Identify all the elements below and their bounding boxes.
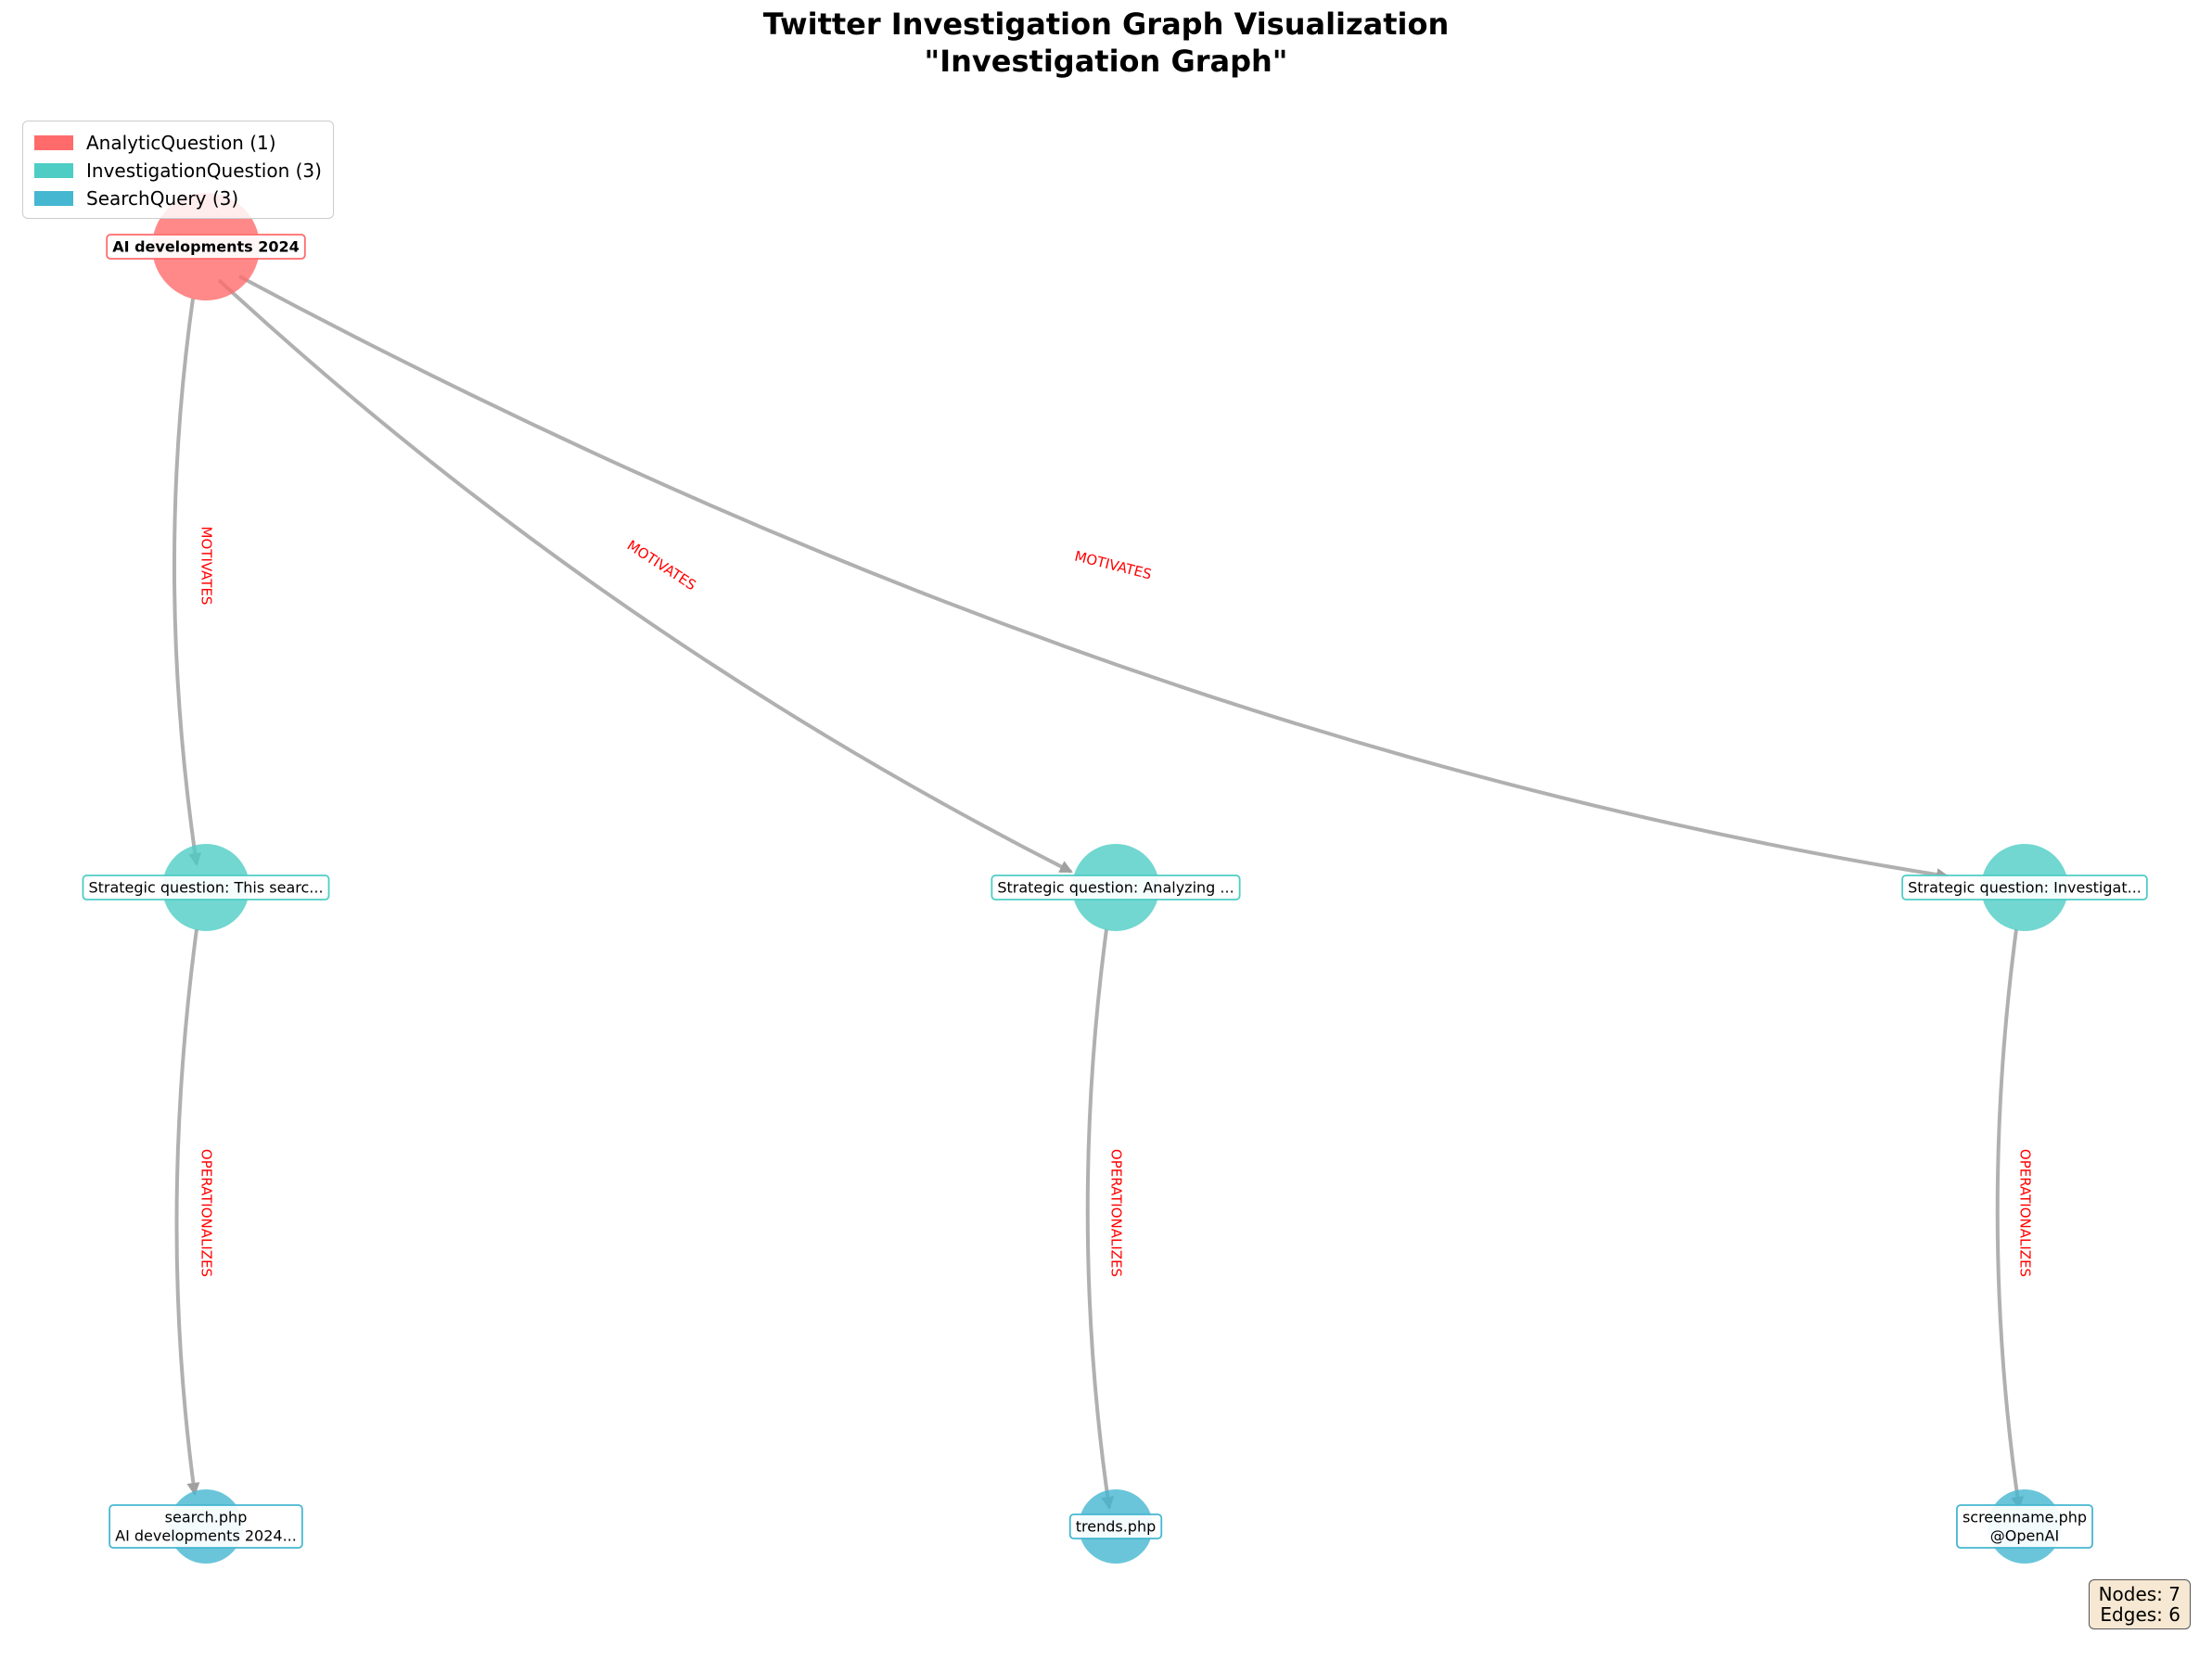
node-label-sq2: trends.php bbox=[1068, 1513, 1163, 1539]
edge-label: OPERATIONALIZES bbox=[2017, 1149, 2034, 1277]
edge-label: MOTIVATES bbox=[198, 527, 215, 606]
node-label-box bbox=[991, 875, 1241, 900]
legend-swatch-analytic bbox=[34, 135, 73, 150]
edge-aq1-iq1 bbox=[172, 298, 202, 866]
legend-item-investigation: InvestigationQuestion (3) bbox=[34, 157, 322, 185]
edge-iq2-sq2 bbox=[1085, 928, 1115, 1510]
edge-label: OPERATIONALIZES bbox=[1108, 1149, 1125, 1277]
edge-label: MOTIVATES bbox=[624, 537, 699, 594]
legend: AnalyticQuestion (1) InvestigationQuesti… bbox=[22, 121, 334, 219]
chart-title-line-2: "Investigation Graph" bbox=[924, 44, 1288, 79]
legend-label: InvestigationQuestion (3) bbox=[86, 160, 322, 182]
legend-label: SearchQuery (3) bbox=[86, 187, 239, 210]
node-label-iq3: Strategic question: Investigat... bbox=[1901, 875, 2148, 900]
node-label-sq3: screenname.php@OpenAI bbox=[1956, 1504, 2093, 1549]
edge-aq1-iq3 bbox=[238, 275, 1950, 882]
node-label-text: Strategic question: This searc... bbox=[88, 879, 323, 897]
graph-stats-box: Nodes: 7 Edges: 6 bbox=[2088, 1579, 2191, 1629]
node-label-box bbox=[106, 234, 306, 260]
legend-item-analytic: AnalyticQuestion (1) bbox=[34, 129, 322, 157]
node-label-iq1: Strategic question: This searc... bbox=[82, 875, 330, 900]
node-label-box bbox=[1956, 1504, 2093, 1549]
node-label-box bbox=[109, 1504, 303, 1549]
node-label-box bbox=[1901, 875, 2148, 900]
edge-aq1-iq2 bbox=[217, 278, 1073, 874]
legend-item-search: SearchQuery (3) bbox=[34, 185, 322, 212]
node-label-box bbox=[1068, 1513, 1163, 1539]
chart-title: Twitter Investigation Graph Visualizatio… bbox=[0, 6, 2212, 80]
legend-label: AnalyticQuestion (1) bbox=[86, 132, 276, 154]
edge-label: OPERATIONALIZES bbox=[198, 1149, 215, 1277]
node-label-text: trends.php bbox=[1076, 1518, 1157, 1536]
legend-swatch-investigation bbox=[34, 163, 73, 178]
node-label-text: AI developments 2024... bbox=[115, 1527, 297, 1545]
node-label-text: search.php bbox=[165, 1509, 248, 1526]
node-label-aq1: AI developments 2024 bbox=[106, 234, 306, 260]
edge-count: Edges: 6 bbox=[2100, 1603, 2180, 1626]
node-label-iq2: Strategic question: Analyzing ... bbox=[991, 875, 1241, 900]
edge-iq3-sq3 bbox=[1995, 928, 2025, 1510]
node-label-text: screenname.php bbox=[1963, 1509, 2087, 1526]
node-label-text: Strategic question: Investigat... bbox=[1908, 879, 2142, 897]
node-count: Nodes: 7 bbox=[2098, 1583, 2180, 1605]
node-label-text: @OpenAI bbox=[1990, 1527, 2059, 1545]
edge-label: MOTIVATES bbox=[1073, 548, 1154, 583]
node-label-box bbox=[82, 875, 330, 900]
node-label-text: AI developments 2024 bbox=[112, 238, 300, 256]
legend-swatch-search bbox=[34, 191, 73, 206]
chart-title-line-1: Twitter Investigation Graph Visualizatio… bbox=[762, 6, 1450, 42]
edge-iq1-sq1 bbox=[174, 928, 200, 1496]
node-label-text: Strategic question: Analyzing ... bbox=[997, 879, 1234, 897]
